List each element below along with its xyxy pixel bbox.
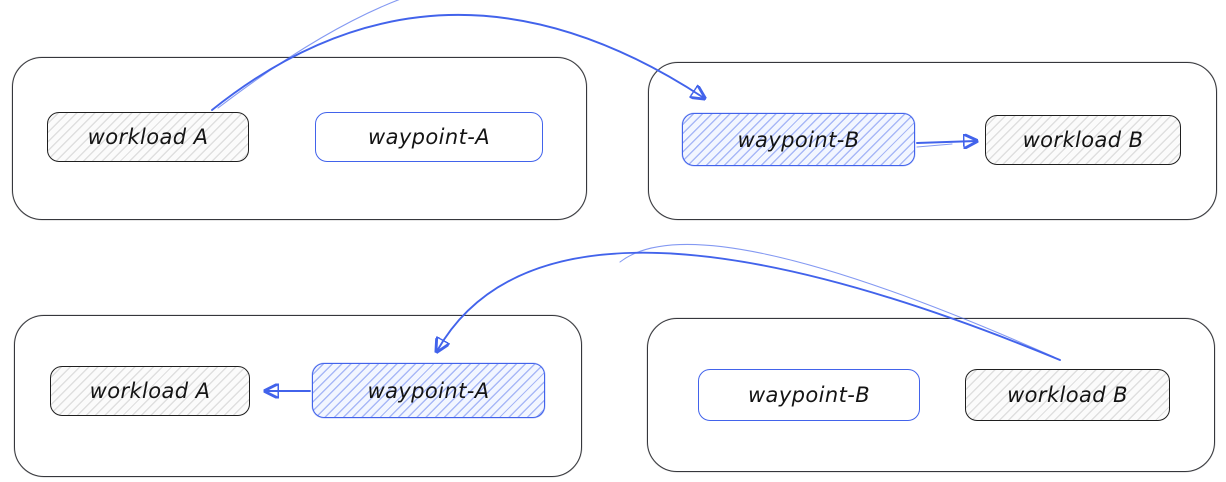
node-workload-a-bottom: workload A [50,366,250,416]
node-label: waypoint-A [367,378,490,403]
node-label: waypoint-B [737,127,860,152]
node-waypoint-b-top: waypoint-B [682,113,915,166]
node-label: workload B [1022,128,1144,152]
node-waypoint-b-bottom: waypoint-B [698,369,920,421]
node-waypoint-a-bottom: waypoint-A [312,363,545,418]
node-workload-b-top: workload B [985,115,1181,165]
node-label: waypoint-B [747,383,870,407]
node-label: workload B [1007,383,1128,407]
node-label: waypoint-A [368,125,490,149]
node-label: workload A [89,379,211,403]
node-workload-a-top: workload A [47,112,249,162]
node-workload-b-bottom: workload B [965,369,1170,421]
node-waypoint-a-top: waypoint-A [315,112,543,162]
node-label: workload A [87,125,209,149]
